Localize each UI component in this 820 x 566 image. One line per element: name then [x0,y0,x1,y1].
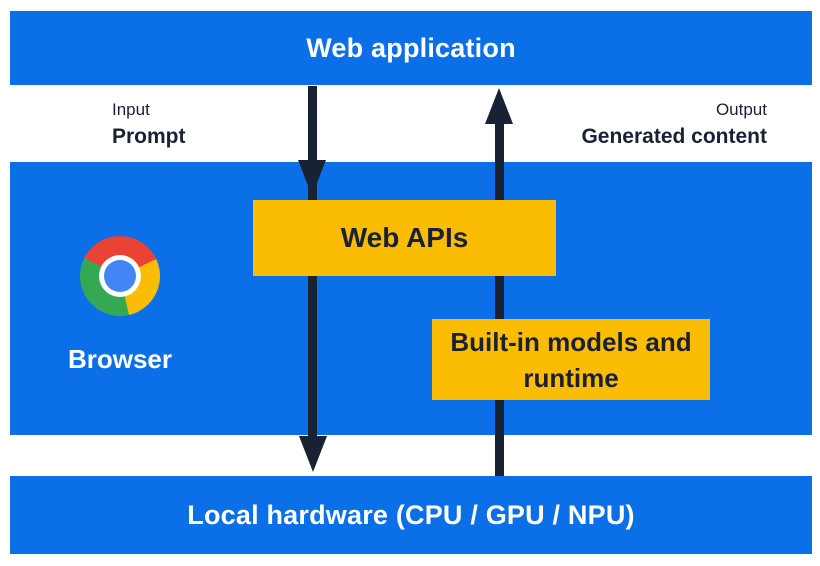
output-title: Output [715,100,767,119]
input-value: Prompt [112,125,186,148]
input-title: Input [112,100,150,119]
browser-label: Browser [67,344,173,374]
web-application-label: Web application [306,32,516,63]
arrow-down-icon [299,436,327,472]
output-value: Generated content [581,125,767,148]
web-apis-label: Web APIs [340,222,469,253]
builtin-models-box: Built-in models and runtime [432,319,710,400]
arrow-down-icon [298,160,326,196]
output-annotation: Output Generated content [581,99,767,149]
local-hardware-label: Local hardware (CPU / GPU / NPU) [187,499,635,530]
builtin-models-label: Built-in models and runtime [450,326,692,393]
web-application-layer: Web application [10,11,812,85]
input-annotation: Input Prompt [112,99,186,149]
web-apis-box: Web APIs [253,200,556,276]
chrome-logo-core [104,260,136,292]
output-arrow-stem [495,122,504,476]
arrow-up-icon [485,88,513,124]
chrome-logo-icon [80,236,160,316]
local-hardware-layer: Local hardware (CPU / GPU / NPU) [10,476,812,554]
